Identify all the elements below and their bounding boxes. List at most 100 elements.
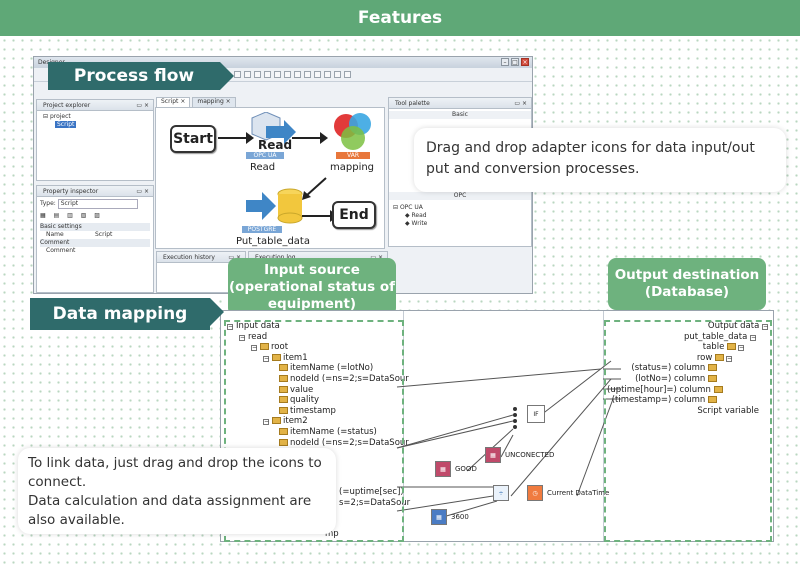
- panel-close-icon[interactable]: ▭ ×: [370, 252, 383, 263]
- project-explorer-panel: Project explorer ▭ × ⊟ project Script: [36, 99, 154, 181]
- const-number-block[interactable]: ▦: [431, 509, 447, 525]
- palette-basic-section[interactable]: Basic: [389, 111, 531, 119]
- const-number-label: 3600: [451, 513, 469, 521]
- opcua-tag: OPC UA: [246, 152, 284, 159]
- tree-node[interactable]: −item2: [263, 416, 308, 427]
- toolbar-icon[interactable]: [344, 71, 351, 78]
- read-title: Read: [258, 138, 293, 152]
- panel-close-icon[interactable]: ▭ ×: [228, 252, 241, 263]
- tree-leaf[interactable]: nodeId (=ns=2;s=DataSour: [227, 438, 409, 449]
- postgre-node[interactable]: POSTGRE Put_table_data: [236, 186, 316, 248]
- postgre-tag: POSTGRE: [242, 226, 282, 233]
- input-tree-lower: (=uptime[sec]) s=2;s=DataSour: [339, 487, 410, 508]
- palette-item-write[interactable]: ◆ Write: [405, 220, 428, 227]
- arrow-read-var: [292, 132, 328, 144]
- tree-node[interactable]: −Input data: [227, 321, 280, 331]
- tree-leaf[interactable]: (=uptime[sec]): [339, 487, 404, 497]
- features-header: Features: [0, 0, 800, 36]
- palette-opc-section[interactable]: OPC: [389, 192, 531, 200]
- palette-item-read[interactable]: ◆ Read: [405, 212, 427, 219]
- read-adapter-icon: [251, 111, 296, 144]
- mapping-node[interactable]: VAR mapping: [330, 112, 378, 178]
- flow-callout-text: Drag and drop adapter icons for data inp…: [426, 140, 755, 177]
- tree-node[interactable]: Output data −: [707, 321, 769, 331]
- tree-leaf[interactable]: (lotNo=) column: [607, 374, 771, 385]
- tree-leaf[interactable]: s=2;s=DataSour: [339, 497, 411, 508]
- tree-item-script[interactable]: Script: [55, 121, 77, 128]
- mapping-label: mapping: [330, 162, 375, 173]
- tree-node[interactable]: −item1: [263, 352, 308, 363]
- toolbar-icon[interactable]: [324, 71, 331, 78]
- const-unconnected-label: UNCONECTED: [505, 451, 555, 459]
- read-node[interactable]: Read OPC UA Read: [244, 111, 296, 178]
- output-destination-tag: Output destination (Database): [608, 258, 766, 310]
- var-adapter-icon: [334, 113, 371, 150]
- tree-node[interactable]: put_table_data −: [684, 331, 757, 342]
- panel-title: Project explorer: [43, 102, 91, 109]
- tree-node[interactable]: Script variable: [697, 405, 759, 416]
- process-flow-banner: Process flow: [48, 62, 234, 90]
- db-adapter-icon: [246, 188, 303, 224]
- panel-close-icon[interactable]: ▭ ×: [136, 102, 149, 109]
- toolbar-icon[interactable]: [254, 71, 261, 78]
- toolbar-icon[interactable]: [234, 71, 241, 78]
- tree-node[interactable]: table −: [702, 342, 745, 353]
- tree-leaf[interactable]: itemName (=lotNo): [227, 363, 403, 374]
- toolbar-icon[interactable]: [264, 71, 271, 78]
- input-source-tag: Input source (operational status of equi…: [228, 258, 396, 316]
- mapping-callout-text: To link data, just drag and drop the ico…: [28, 455, 322, 528]
- toolbar-icon[interactable]: [294, 71, 301, 78]
- toolbar-icon[interactable]: [334, 71, 341, 78]
- panel-title: Property inspector: [43, 188, 99, 195]
- designer-toolbar: [34, 68, 532, 82]
- if-function-block[interactable]: IF: [527, 405, 545, 423]
- toolbar-icon[interactable]: [314, 71, 321, 78]
- current-datetime-block[interactable]: ◷: [527, 485, 543, 501]
- comment-row: Comment: [46, 247, 76, 254]
- tree-node[interactable]: row −: [696, 352, 733, 363]
- tree-leaf[interactable]: nodeId (=ns=2;s=DataSour: [227, 374, 409, 385]
- calc-function-block[interactable]: ÷: [493, 485, 509, 501]
- flow-callout: Drag and drop adapter icons for data inp…: [414, 128, 786, 192]
- tree-node[interactable]: −read: [239, 331, 268, 342]
- tree-leaf[interactable]: quality: [227, 395, 403, 406]
- comment-group: Comment: [40, 239, 150, 247]
- toolbar-icon[interactable]: [274, 71, 281, 78]
- maximize-icon[interactable]: □: [511, 58, 519, 66]
- const-good-block[interactable]: ▦: [435, 461, 451, 477]
- toolbar-icon[interactable]: [244, 71, 251, 78]
- tree-leaf[interactable]: (status=) column: [607, 363, 771, 374]
- input-highlight-frame: [224, 320, 404, 542]
- toolbar-icon[interactable]: [304, 71, 311, 78]
- tree-leaf[interactable]: mp: [325, 529, 339, 539]
- minimize-icon[interactable]: –: [501, 58, 509, 66]
- tree-leaf[interactable]: itemName (=status): [227, 427, 403, 438]
- flow-canvas: Start Read OPC UA Read VAR mapping POSTG…: [155, 107, 385, 249]
- property-toolbar[interactable]: ▦ ▤ ▥ ▧ ▨: [40, 212, 103, 219]
- mapping-connections: [396, 360, 621, 518]
- panel-close-icon[interactable]: ▭ ×: [514, 100, 527, 107]
- type-field[interactable]: Script: [57, 199, 138, 209]
- end-node[interactable]: End: [332, 201, 376, 229]
- header-title: Features: [357, 8, 443, 28]
- const-unconnected-block[interactable]: ▦: [485, 447, 501, 463]
- tree-node[interactable]: −root: [251, 342, 289, 353]
- data-mapping-label: Data mapping: [52, 304, 188, 324]
- tree-leaf[interactable]: (uptime[hour]=) column: [607, 385, 771, 396]
- tree-leaf[interactable]: value: [227, 385, 403, 396]
- toolbar-icon[interactable]: [284, 71, 291, 78]
- tree-item-project[interactable]: ⊟ project: [43, 113, 71, 120]
- tree-leaf[interactable]: timestamp: [227, 406, 403, 417]
- start-node[interactable]: Start: [170, 125, 216, 153]
- const-good-label: GOOD: [455, 465, 477, 473]
- panel-close-icon[interactable]: ▭ ×: [136, 188, 149, 195]
- arrow-var-pg: [302, 177, 327, 200]
- panel-title: Tool palette: [395, 100, 430, 107]
- data-mapping-banner: Data mapping: [30, 298, 224, 330]
- tree-leaf[interactable]: (timestamp=) column: [607, 395, 771, 406]
- close-icon[interactable]: ×: [521, 58, 529, 66]
- palette-item-opcua[interactable]: ⊟ OPC UA: [393, 204, 423, 211]
- read-label: Read: [250, 162, 276, 173]
- arrow-start-read: [218, 132, 254, 144]
